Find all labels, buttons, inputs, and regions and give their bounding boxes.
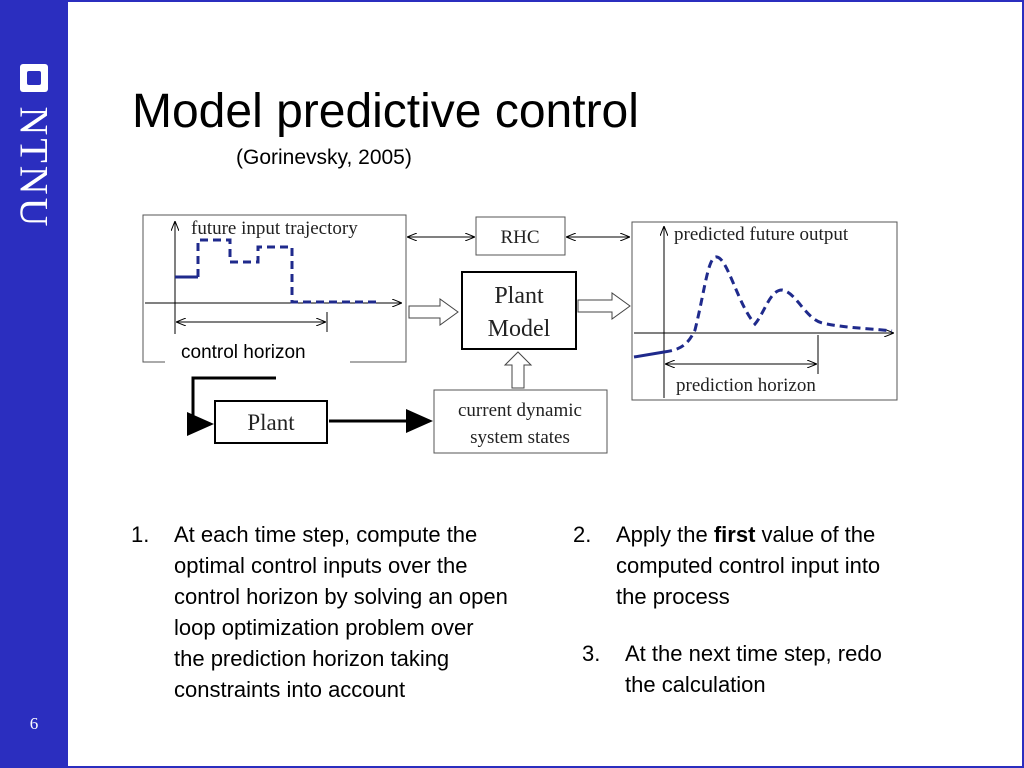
list-item: 2. Apply the first value of the computed… [573, 519, 973, 619]
step1-number: 1. [131, 522, 150, 547]
step1-line: control horizon by solving an open [174, 584, 508, 609]
states-line2: system states [470, 427, 570, 448]
step2-text: Apply the first value of the computed co… [616, 519, 966, 612]
step3-line: the calculation [625, 672, 766, 697]
step2-prefix: Apply the [616, 522, 714, 547]
step1-line: optimal control inputs over the [174, 553, 468, 578]
step2-number: 2. [573, 522, 592, 547]
plant-model-line2: Model [488, 316, 551, 342]
predicted-output-plot: predicted future output prediction horiz… [631, 221, 898, 401]
step2-suffix: value of the [755, 522, 876, 547]
step2-line: the process [616, 584, 730, 609]
prediction-horizon-label: prediction horizon [676, 375, 816, 396]
ntnu-logo-icon [20, 64, 48, 92]
step2-bold: first [713, 522, 756, 547]
states-line1: current dynamic [458, 400, 582, 421]
output-plot-label: predicted future output [674, 224, 849, 245]
step1-line: loop optimization problem over [174, 615, 474, 640]
plant-model-block: Plant Model [408, 271, 631, 389]
mpc-block-diagram: future input trajectory control horizon … [142, 214, 898, 454]
step1-line: constraints into account [174, 677, 406, 702]
step1-line: At each time step, compute the [174, 522, 478, 547]
step3-line: At the next time step, redo [625, 641, 882, 666]
citation: (Gorinevsky, 2005) [236, 146, 412, 169]
input-trajectory-plot: future input trajectory control horizon [142, 214, 407, 370]
step3-text: At the next time step, redo the calculat… [625, 638, 975, 700]
step1-text: At each time step, compute the optimal c… [174, 519, 508, 705]
system-states-block: current dynamic system states [433, 389, 608, 454]
rhc-block: RHC [408, 216, 629, 256]
plant-label: Plant [247, 410, 295, 435]
step1-line: the prediction horizon taking [174, 646, 450, 671]
plant-block: Plant [187, 376, 433, 444]
rhc-label: RHC [500, 227, 539, 248]
step2-line: Apply the first value of the [616, 519, 966, 550]
sidebar: NTNU 6 [0, 0, 68, 768]
step2-line: computed control input into [616, 553, 881, 578]
plant-model-line1: Plant [494, 283, 544, 309]
list-item: 3. At the next time step, redo the calcu… [582, 638, 982, 708]
step3-number: 3. [582, 641, 601, 666]
right-border [1022, 0, 1024, 768]
control-horizon-label: control horizon [181, 342, 306, 363]
page-number: 6 [29, 714, 39, 733]
page-title: Model predictive control [132, 85, 639, 138]
list-item: 1. At each time step, compute the optima… [131, 519, 571, 709]
top-border [68, 0, 1024, 2]
input-plot-label: future input trajectory [191, 218, 358, 239]
bottom-border [68, 766, 1024, 768]
